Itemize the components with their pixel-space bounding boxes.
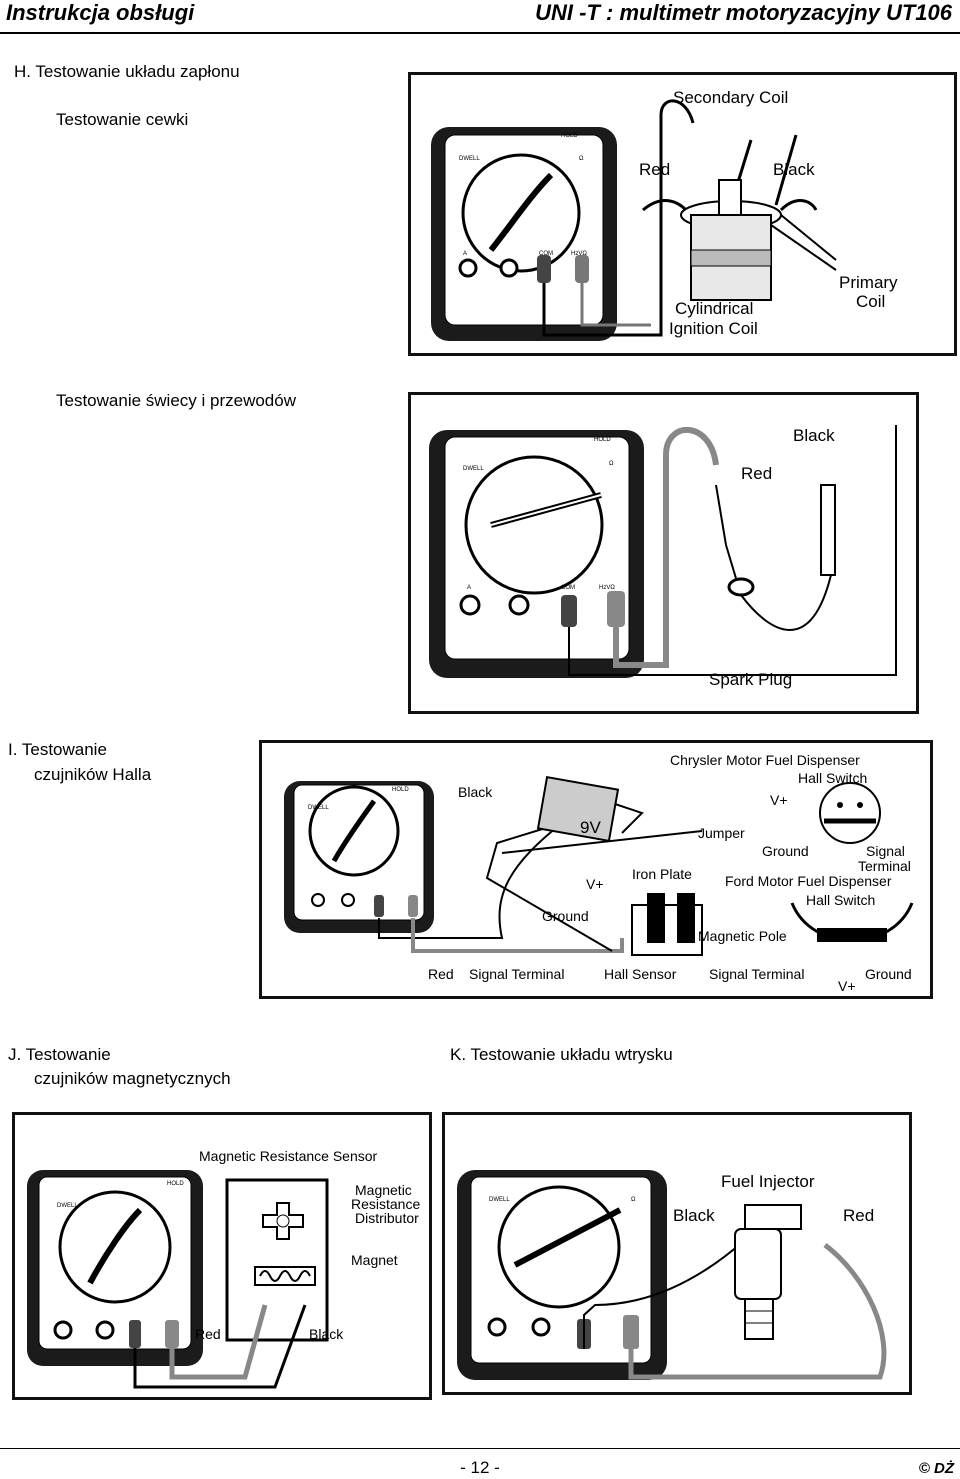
- ford-hall-switch-symbol: [790, 902, 914, 942]
- label-red: Red: [741, 464, 772, 483]
- svg-text:A: A: [463, 251, 467, 257]
- label-signal-terminal-2: Terminal: [858, 858, 911, 874]
- label-black: Black: [673, 1206, 715, 1225]
- svg-text:HOLD: HOLD: [167, 1181, 184, 1187]
- label-secondary-coil: Secondary Coil: [673, 88, 788, 107]
- figure-spark-plug-test: HOLD DWELL Ω A COM HzVΩ Black Red Spark …: [408, 392, 919, 714]
- spark-plug-illustration: [727, 484, 836, 597]
- svg-text:DWELL: DWELL: [459, 156, 480, 162]
- svg-text:Ω: Ω: [631, 1197, 636, 1203]
- svg-text:A: A: [467, 585, 471, 591]
- label-hall-switch: Hall Switch: [798, 770, 867, 786]
- svg-text:HOLD: HOLD: [561, 133, 578, 139]
- label-signal-terminal-b: Signal Terminal: [709, 966, 804, 982]
- label-primary-coil-1: Primary: [839, 273, 898, 292]
- label-fuel-injector: Fuel Injector: [721, 1172, 815, 1191]
- copyright: © DŻ: [918, 1460, 954, 1477]
- svg-text:Ω: Ω: [609, 461, 614, 467]
- iron-plate-illustration: [631, 893, 703, 956]
- injector-wires: [583, 1239, 887, 1380]
- section-h-plug-subtitle: Testowanie świecy i przewodów: [56, 391, 296, 410]
- label-jumper: Jumper: [698, 825, 745, 841]
- svg-text:HOLD: HOLD: [594, 437, 611, 443]
- label-black: Black: [773, 160, 815, 179]
- figure-hall-sensor-test: HOLD DWELL 9V: [259, 740, 933, 999]
- multimeter-illustration: HOLD DWELL Ω A COM HzVΩ: [431, 127, 617, 341]
- label-red: Red: [843, 1206, 874, 1225]
- fuel-injector-illustration: [734, 1204, 802, 1340]
- label-magnetic-pole: Magnetic Pole: [698, 928, 787, 944]
- label-vplus-bottom: V+: [838, 978, 856, 994]
- label-signal-terminal: Signal Terminal: [469, 966, 564, 982]
- label-distributor-1: Magnetic: [355, 1182, 412, 1198]
- label-distributor-3: Distributor: [355, 1210, 419, 1226]
- label-ground-mid: Ground: [542, 908, 589, 924]
- label-hall-switch-ford: Hall Switch: [806, 892, 875, 908]
- multimeter-illustration: HOLD DWELL: [27, 1170, 203, 1366]
- sensor-box: [225, 1178, 329, 1342]
- section-h-title: H. Testowanie układu zapłonu: [14, 62, 240, 81]
- label-iron-plate: Iron Plate: [632, 866, 692, 882]
- svg-text:DWELL: DWELL: [308, 805, 329, 811]
- battery-9v: 9V: [536, 775, 620, 843]
- label-magnetic-resistance-sensor: Magnetic Resistance Sensor: [199, 1148, 378, 1164]
- svg-text:9V: 9V: [580, 818, 601, 837]
- label-black: Black: [793, 426, 835, 445]
- section-j-title-line2: czujników magnetycznych: [34, 1069, 231, 1088]
- svg-text:DWELL: DWELL: [489, 1197, 510, 1203]
- label-primary-coil-2: Coil: [856, 292, 885, 311]
- svg-text:DWELL: DWELL: [57, 1203, 78, 1209]
- section-i-title-line2: czujników Halla: [34, 765, 152, 784]
- ignition-coil: [642, 179, 818, 301]
- figure-magnetic-sensor-test: HOLD DWELL Magnetic Resistance Sensor Ma…: [12, 1112, 432, 1400]
- header-manual-title: Instrukcja obsługi: [6, 0, 195, 25]
- label-cylindrical: Cylindrical: [675, 299, 753, 318]
- page-number: - 12 -: [460, 1458, 500, 1477]
- figure-fuel-injector-test: DWELL Ω Fuel Injector Black Red: [442, 1112, 912, 1395]
- label-ground: Ground: [762, 843, 809, 859]
- label-magnet: Magnet: [351, 1252, 398, 1268]
- header-device-title: UNI -T : multimetr motoryzacyjny UT106: [535, 0, 952, 25]
- label-spark-plug: Spark Plug: [709, 670, 792, 689]
- label-black: Black: [458, 784, 493, 800]
- multimeter-illustration: HOLD DWELL Ω A COM HzVΩ: [429, 430, 644, 678]
- svg-text:COM: COM: [539, 251, 553, 257]
- label-red: Red: [428, 966, 454, 982]
- label-hall-sensor: Hall Sensor: [604, 966, 677, 982]
- label-ground-bottom: Ground: [865, 966, 912, 982]
- section-h-coil-subtitle: Testowanie cewki: [56, 110, 189, 129]
- svg-text:HzVΩ: HzVΩ: [599, 585, 615, 591]
- label-signal-terminal-1: Signal: [866, 843, 905, 859]
- section-i-title-line1: I. Testowanie: [8, 740, 107, 759]
- footer-rule: [0, 1448, 960, 1449]
- svg-text:HOLD: HOLD: [392, 787, 409, 793]
- label-red: Red: [195, 1326, 221, 1342]
- section-k-title: K. Testowanie układu wtrysku: [450, 1045, 673, 1064]
- header-rule: [0, 32, 960, 34]
- svg-text:Ω: Ω: [579, 156, 584, 162]
- label-chrysler: Chrysler Motor Fuel Dispenser: [670, 752, 860, 768]
- svg-text:HzVΩ: HzVΩ: [571, 251, 587, 257]
- sensor-wires: [133, 1304, 307, 1389]
- label-distributor-2: Resistance: [351, 1196, 420, 1212]
- svg-text:DWELL: DWELL: [463, 466, 484, 472]
- multimeter-illustration: HOLD DWELL: [284, 781, 434, 933]
- label-black: Black: [309, 1326, 344, 1342]
- svg-text:COM: COM: [561, 585, 575, 591]
- multimeter-illustration: DWELL Ω: [457, 1170, 667, 1380]
- label-red: Red: [639, 160, 670, 179]
- section-j-title-line1: J. Testowanie: [8, 1045, 111, 1064]
- hall-circuit-wires: [378, 802, 703, 953]
- label-ford: Ford Motor Fuel Dispenser: [725, 873, 892, 889]
- hall-switch-symbol: [819, 782, 881, 844]
- label-ignition-coil: Ignition Coil: [669, 319, 758, 338]
- figure-coil-test: HOLD DWELL Ω A COM HzVΩ Secondary: [408, 72, 957, 356]
- label-vplus-top: V+: [770, 792, 788, 808]
- label-vplus-mid: V+: [586, 876, 604, 892]
